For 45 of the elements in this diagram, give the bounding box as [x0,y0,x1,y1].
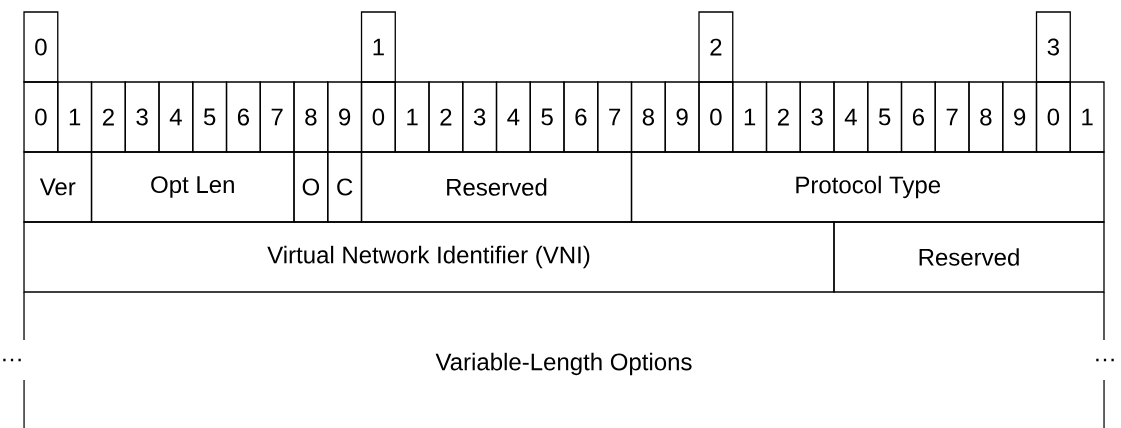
header-field: Protocol Type [630,151,1105,223]
bit-number-box: 3 [799,81,835,153]
bit-number-box: 8 [968,81,1004,153]
bit-number-box: 4 [158,81,194,153]
header-field: Reserved [833,221,1105,293]
bit-number-box: 0 [698,81,734,153]
bit-number-box: 1 [360,11,396,83]
bit-number-box: 5 [192,81,228,153]
header-field: Virtual Network Identifier (VNI) [23,221,835,293]
bit-number-box: 6 [225,81,261,153]
bit-number-box: 5 [867,81,903,153]
bit-number-box: 4 [495,81,531,153]
bit-number-box: 3 [1035,11,1071,83]
bit-number-box: 6 [563,81,599,153]
bit-number-box: 3 [462,81,498,153]
bit-number-box: 0 [23,81,59,153]
bit-number-box: 9 [664,81,700,153]
bit-number-box: 2 [698,11,734,83]
bit-number-box: 1 [732,81,768,153]
bit-number-box: 2 [765,81,801,153]
bit-number-box: 7 [934,81,970,153]
header-field: C [327,151,363,223]
bit-number-box: 7 [597,81,633,153]
bit-number-box: 3 [124,81,160,153]
header-field: Opt Len [90,151,295,223]
bit-number-box: 2 [428,81,464,153]
bit-number-box: 0 [23,11,59,83]
bit-number-box: 8 [293,81,329,153]
bit-number-box: 0 [360,81,396,153]
bit-number-box: 1 [57,81,93,153]
bit-number-box: 6 [900,81,936,153]
bit-number-box: 2 [90,81,126,153]
bit-number-box: 7 [259,81,295,153]
bit-number-box: 9 [327,81,363,153]
bit-number-box: 8 [630,81,666,153]
bit-number-box: 4 [833,81,869,153]
bit-number-box: 1 [394,81,430,153]
bit-number-box: 0 [1035,81,1071,153]
header-field: O [293,151,329,223]
bit-number-box: 1 [1069,81,1105,153]
ellipsis-label: … [3,358,21,362]
bit-number-box: 5 [529,81,565,153]
header-field: Reserved [360,151,633,223]
header-field: Ver [23,151,93,223]
bit-number-box: 9 [1002,81,1038,153]
